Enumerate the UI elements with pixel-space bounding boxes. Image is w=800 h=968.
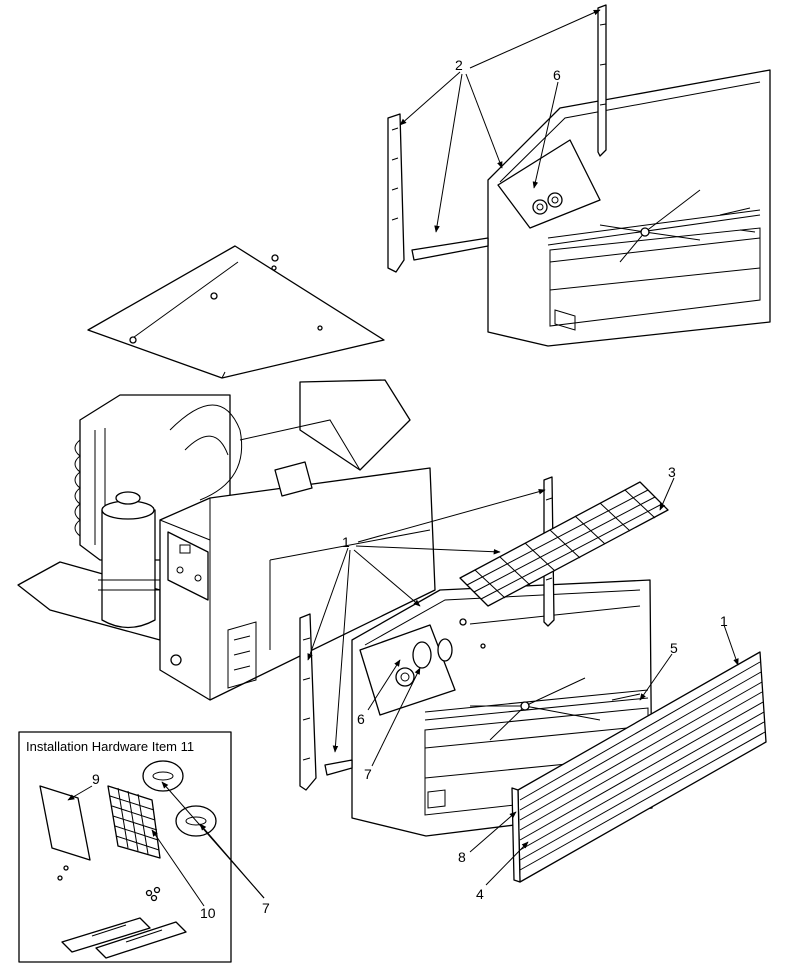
callout-6-upper: 6 xyxy=(553,67,561,83)
callout-4: 4 xyxy=(476,886,484,902)
top-panel xyxy=(87,245,385,379)
callout-10: 10 xyxy=(200,905,216,921)
callout-1-right: 1 xyxy=(720,613,728,629)
return-air-grille xyxy=(459,481,669,607)
callout-9: 9 xyxy=(92,771,100,787)
callout-7-box: 7 xyxy=(262,900,270,916)
chassis-unit xyxy=(17,379,436,701)
leader-lines xyxy=(67,9,739,907)
upper-side-rails xyxy=(387,4,607,273)
callout-2: 2 xyxy=(455,57,463,73)
callout-7-lower: 7 xyxy=(364,766,372,782)
hardware-box: Installation Hardware Item 11 xyxy=(18,731,232,963)
callout-5: 5 xyxy=(670,640,678,656)
callout-3: 3 xyxy=(668,464,676,480)
callout-8: 8 xyxy=(458,849,466,865)
callout-1-lower: 1 xyxy=(342,534,350,550)
hardware-box-title: Installation Hardware Item 11 xyxy=(26,739,194,754)
front-louver-panel xyxy=(511,651,767,883)
callout-6-lower: 6 xyxy=(357,711,365,727)
upper-cabinet-front xyxy=(487,69,771,347)
callout-numbers: 2 6 1 3 1 5 6 7 8 4 9 10 7 xyxy=(92,57,728,921)
